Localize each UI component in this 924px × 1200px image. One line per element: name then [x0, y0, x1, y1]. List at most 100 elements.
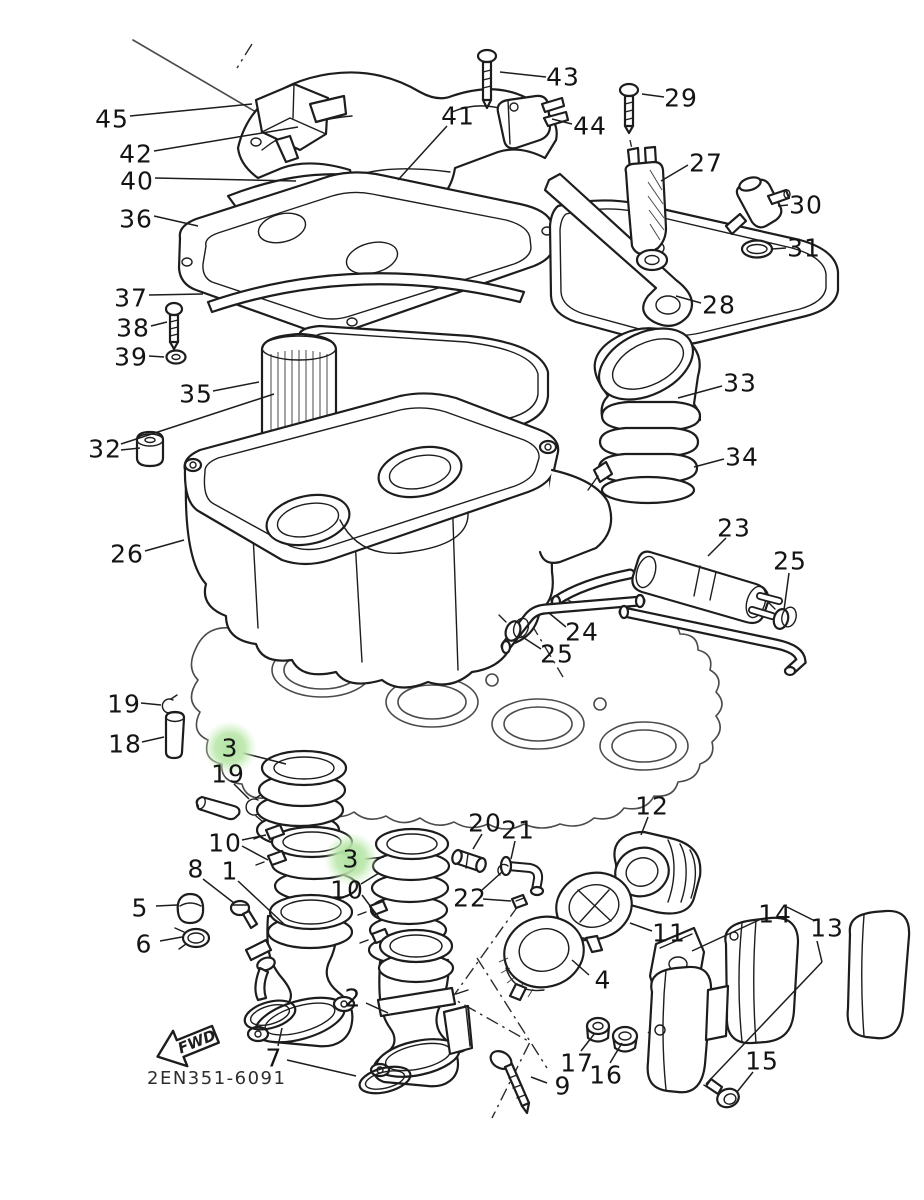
part-label-37: 37 [114, 284, 204, 313]
part-label-10: 10 [208, 829, 269, 861]
part-number-text: 15 [745, 1047, 779, 1076]
part-label-3: 3 [203, 721, 287, 775]
part-number-text: 25 [540, 640, 574, 669]
joint-fitting-30 [724, 176, 791, 236]
part-label-23: 23 [707, 514, 751, 557]
part-number-text: 19 [107, 690, 141, 719]
hose-clamp-25-left [498, 614, 530, 642]
screw-38 [164, 301, 184, 351]
joint-boot-12 [613, 830, 702, 915]
joint-ring-4 [498, 915, 585, 1002]
elbow-21 [499, 855, 545, 897]
leader-line [365, 1002, 389, 1014]
case-gasket [206, 272, 526, 314]
leader-line [609, 1042, 623, 1064]
leader-line [481, 871, 503, 891]
part-label-31: 31 [771, 234, 820, 263]
bolt-8 [229, 899, 259, 930]
duct-clamp-34 [587, 460, 614, 491]
nut-17 [585, 1016, 611, 1043]
leader-line [140, 702, 162, 706]
part-number-text: 19 [211, 760, 245, 789]
leader-line [677, 385, 723, 399]
part-number-text: 45 [95, 105, 129, 134]
bolt-15 [704, 1077, 740, 1109]
part-number-text: 28 [702, 291, 736, 320]
stay-bracket-28 [543, 172, 694, 327]
air-cleaner-case-lower [183, 392, 613, 689]
part-number-text: 24 [565, 618, 599, 647]
joint-ring-11 [555, 871, 633, 954]
leader-line [286, 1059, 357, 1077]
part-number-text: 44 [573, 112, 607, 141]
part-number-text: 22 [453, 884, 487, 913]
part-label-2: 2 [345, 984, 389, 1014]
leader-line [520, 635, 542, 650]
part-number-text: 23 [717, 514, 751, 543]
part-label-18: 18 [108, 730, 165, 759]
leader-line [783, 572, 790, 611]
part-number-labels: 4542403641432944273031283738393532263334… [88, 63, 844, 1101]
part-label-45: 45 [95, 103, 253, 134]
part-label-16: 16 [589, 1042, 623, 1090]
part-label-7: 7 [266, 1027, 357, 1077]
part-number-text: 16 [589, 1061, 623, 1090]
part-number-text: 39 [114, 343, 148, 372]
part-number-text: 8 [188, 855, 205, 884]
leader-line [736, 1071, 754, 1093]
leader-line [691, 919, 760, 952]
part-label-6: 6 [136, 930, 183, 959]
leader-line [233, 783, 250, 800]
leader-line [159, 936, 183, 942]
fuel-hose-24 [500, 593, 646, 655]
leader-line [360, 872, 380, 885]
o-ring-7b [358, 1065, 412, 1095]
leader-line [510, 840, 516, 860]
leader-line [705, 961, 823, 1085]
part-number-text: 36 [119, 205, 153, 234]
part-label-3: 3 [324, 832, 385, 886]
part-label-5: 5 [132, 894, 178, 923]
part-number-text: 42 [119, 140, 153, 169]
part-label-19: 19 [107, 690, 162, 719]
part-number-text: 20 [468, 809, 502, 838]
part-number-text: 9 [555, 1072, 572, 1101]
leader-line [153, 126, 299, 152]
part-label-1: 1 [222, 857, 286, 926]
part-label-22: 22 [453, 871, 512, 913]
part-number-text: 4 [595, 966, 612, 995]
part-label-24: 24 [548, 612, 599, 647]
hose-piece [195, 795, 241, 821]
part-label-8: 8 [188, 855, 235, 904]
leader-line [277, 1027, 283, 1047]
part-label-4: 4 [571, 959, 612, 995]
part-number-text: 7 [266, 1044, 283, 1073]
part-number-text: 11 [652, 919, 686, 948]
leader-line [155, 904, 178, 907]
part-number-text: 13 [810, 914, 844, 943]
leader-line [154, 177, 297, 182]
leader-line [129, 103, 253, 117]
part-number-text: 17 [560, 1049, 594, 1078]
intake-duct-33 [587, 327, 702, 505]
leader-line [640, 816, 649, 836]
part-label-12: 12 [635, 792, 668, 836]
leader-line [150, 321, 168, 327]
leader-line [202, 878, 235, 904]
leader-line [777, 204, 789, 207]
part-number-text: 40 [120, 167, 154, 196]
washer-39 [165, 349, 187, 365]
leader-line [660, 164, 689, 182]
clamp-6 [174, 927, 211, 950]
leader-line [548, 612, 567, 628]
part-number-text: 10 [330, 876, 364, 905]
bolt-9 [489, 1050, 531, 1115]
part-number-text: 38 [116, 314, 150, 343]
leader-line [530, 1076, 548, 1084]
part-number-text: 43 [546, 63, 580, 92]
leader-line [816, 940, 823, 963]
part-label-40: 40 [120, 167, 297, 196]
part-label-25: 25 [520, 635, 574, 669]
part-number-text: 32 [88, 435, 122, 464]
